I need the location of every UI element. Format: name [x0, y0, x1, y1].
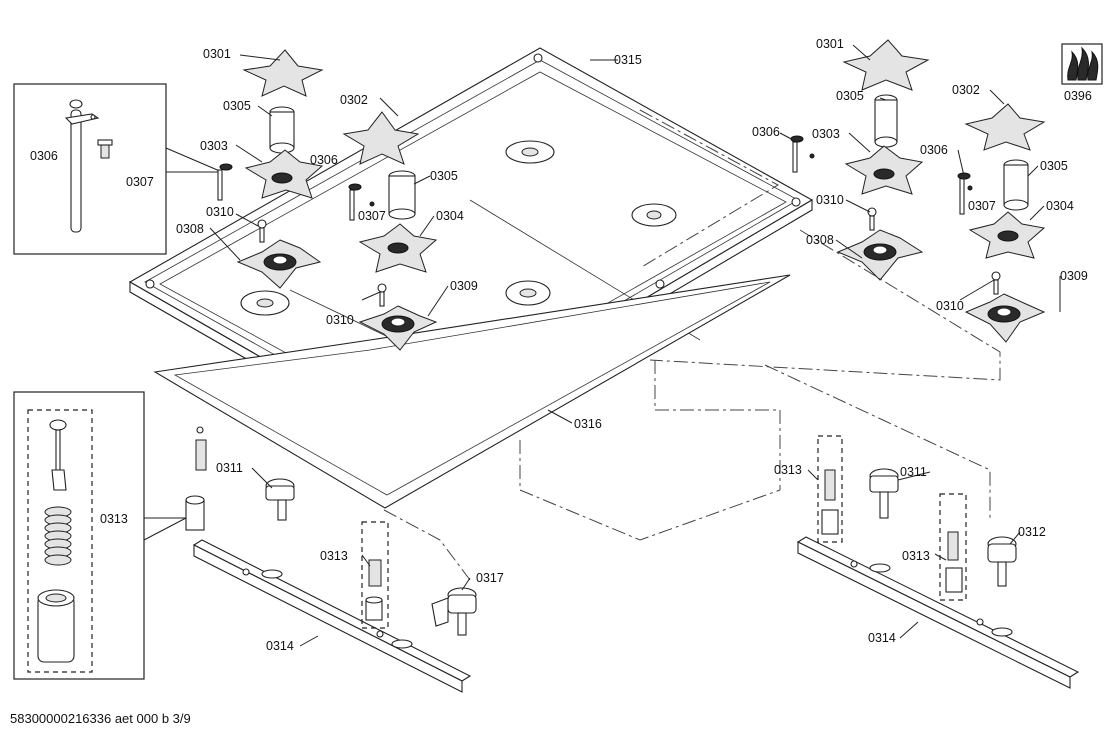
inset-box-injector [13, 391, 187, 680]
label-0317: 0317 [476, 571, 504, 585]
left-burner-assembly [217, 49, 324, 289]
label-0310-right: 0310 [816, 193, 844, 207]
label-0396: 0396 [1064, 89, 1092, 103]
label-0305-center: 0305 [430, 169, 458, 183]
label-0303-right: 0303 [812, 127, 840, 141]
label-0312: 0312 [1018, 525, 1046, 539]
right-rail-assembly [796, 435, 1080, 689]
label-0308-left: 0308 [176, 222, 204, 236]
drawing-reference: 58300000216336 aet 000 b 3/9 [10, 711, 191, 726]
label-0302-right: 0302 [952, 83, 980, 97]
label-0306-center: 0306 [310, 153, 338, 167]
left-rail-assembly [185, 426, 477, 693]
label-0304-right: 0304 [1046, 199, 1074, 213]
center-burner-assembly [342, 111, 438, 351]
inset-box-electrode [13, 83, 223, 255]
flame-icon [1061, 43, 1103, 85]
label-0305-right: 0305 [836, 89, 864, 103]
label-0306-right: 0306 [752, 125, 780, 139]
hob-seal-gasket [153, 274, 791, 509]
label-0306-inset: 0306 [30, 149, 58, 163]
label-0310-left: 0310 [206, 205, 234, 219]
label-0301-left: 0301 [203, 47, 231, 61]
label-0309-center: 0309 [450, 279, 478, 293]
label-0314-left: 0314 [266, 639, 294, 653]
label-0307-inset: 0307 [126, 175, 154, 189]
label-0313-inset: 0313 [100, 512, 128, 526]
label-0304-center: 0304 [436, 209, 464, 223]
label-0314-right: 0314 [868, 631, 896, 645]
leader-lines [209, 44, 1061, 647]
label-0313-left: 0313 [320, 549, 348, 563]
label-0310-right2: 0310 [936, 299, 964, 313]
right-burner-assembly [790, 39, 930, 281]
alignment-lines-right [383, 109, 1001, 581]
label-0311-right: 0311 [900, 465, 927, 479]
label-0306-right2: 0306 [920, 143, 948, 157]
label-0308-right: 0308 [806, 233, 834, 247]
label-0307-right: 0307 [968, 199, 996, 213]
label-0315: 0315 [614, 53, 642, 67]
label-0309-right: 0309 [1060, 269, 1088, 283]
label-0303-left: 0303 [200, 139, 228, 153]
label-0313-right2: 0313 [902, 549, 930, 563]
label-0301-right: 0301 [816, 37, 844, 51]
label-0311-left: 0311 [216, 461, 243, 475]
label-0310-center: 0310 [326, 313, 354, 327]
label-0302-center: 0302 [340, 93, 368, 107]
label-0305-left: 0305 [223, 99, 251, 113]
label-0316: 0316 [574, 417, 602, 431]
label-0305-right2: 0305 [1040, 159, 1068, 173]
callout-labels: 0301 0305 0303 0306 0307 0310 0308 0302 … [30, 37, 1092, 653]
label-0313-right: 0313 [774, 463, 802, 477]
label-0307-center: 0307 [358, 209, 386, 223]
right-front-burner-assembly [957, 103, 1046, 343]
